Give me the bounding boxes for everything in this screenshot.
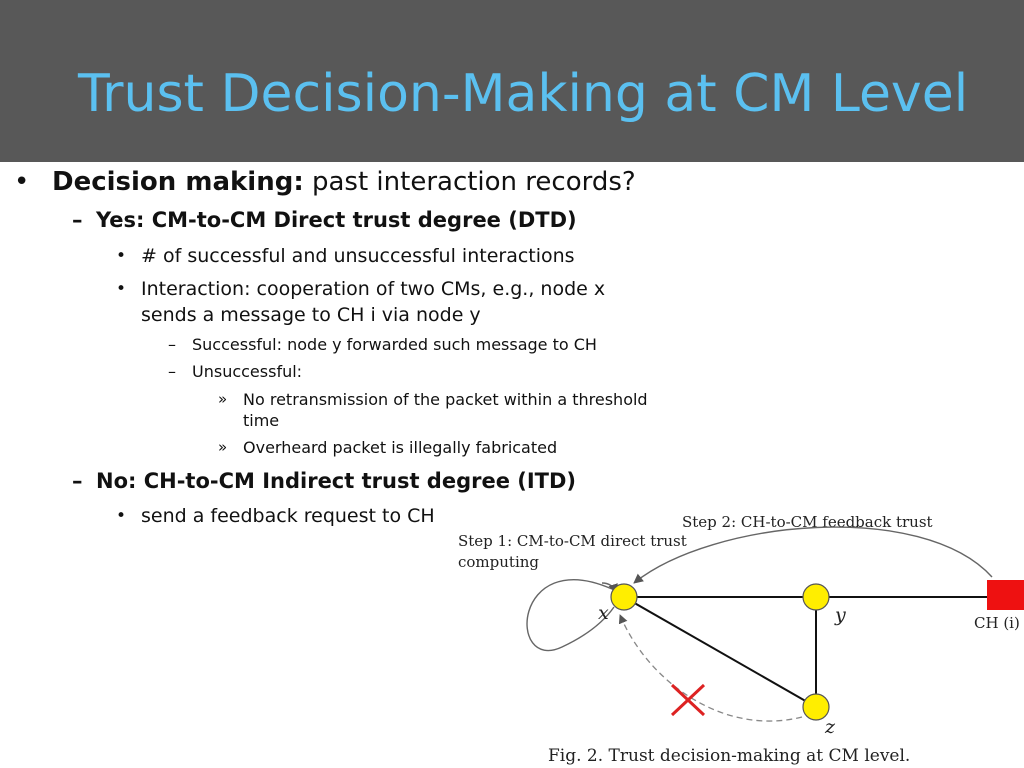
step1-label-line2: computing [458, 553, 539, 571]
slide-title: Trust Decision-Making at CM Level [78, 64, 969, 124]
bullet-dot: • [116, 279, 127, 299]
title-bar: Trust Decision-Making at CM Level [0, 0, 1024, 162]
feedback-trust-arrow [633, 526, 993, 584]
failed-interaction-cross-icon [670, 683, 706, 717]
yes-item: Yes: CM-to-CM Direct trust degree (DTD) [96, 208, 577, 232]
edge-x-z [623, 596, 817, 708]
trust-diagram: Step 2: CH-to-CM feedback trust Step 1: … [458, 513, 1024, 766]
overheard-dashed-arrow [618, 614, 803, 722]
interaction-count-item: # of successful and unsuccessful interac… [141, 245, 575, 267]
fabricated-packet-item: Overheard packet is illegally fabricated [243, 438, 558, 457]
bullet-guillemet: » [218, 390, 228, 408]
no-item: No: CH-to-CM Indirect trust degree (ITD) [96, 469, 577, 493]
decision-making-text: past interaction records? [303, 167, 636, 197]
figure-caption: Fig. 2. Trust decision-making at CM leve… [548, 746, 910, 766]
bullet-dash: – [168, 362, 176, 381]
node-x [610, 583, 638, 611]
no-retransmission-line1: No retransmission of the packet within a… [243, 390, 648, 409]
bullet-dash: – [72, 208, 83, 232]
cluster-head-label: CH (i) [974, 614, 1020, 632]
node-z-label: z [824, 716, 836, 738]
direct-trust-loop [526, 579, 615, 652]
interaction-definition-line1: Interaction: cooperation of two CMs, e.g… [141, 278, 606, 300]
bullet-guillemet: » [218, 438, 228, 456]
step2-label: Step 2: CH-to-CM feedback trust [682, 513, 933, 531]
node-z [802, 693, 830, 721]
unsuccessful-item: Unsuccessful: [192, 362, 303, 381]
bullet-dash: – [72, 469, 83, 493]
feedback-request-item: send a feedback request to CH [141, 505, 435, 527]
decision-making-item: Decision making: past interaction record… [52, 166, 636, 198]
node-y-label: y [834, 604, 846, 626]
decision-making-label: Decision making: [52, 167, 304, 197]
no-retransmission-line2: time [243, 411, 280, 430]
bullet-dot: • [116, 246, 127, 266]
node-y [802, 583, 830, 611]
bullet-dot: • [116, 506, 127, 526]
cluster-head-node [987, 580, 1024, 610]
bullet-dot: • [14, 167, 30, 197]
successful-item: Successful: node y forwarded such messag… [192, 335, 597, 354]
bullet-dash: – [168, 335, 176, 354]
step1-label-line1: Step 1: CM-to-CM direct trust [458, 532, 687, 550]
node-x-label: x [598, 602, 609, 624]
interaction-definition-line2: sends a message to CH i via node y [141, 304, 481, 326]
